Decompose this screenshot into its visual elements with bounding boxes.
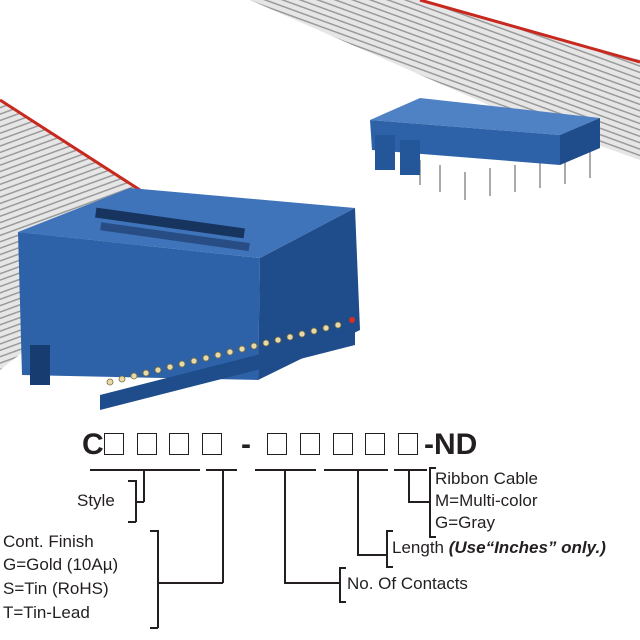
bracket [128, 521, 136, 523]
underline-contacts [255, 469, 316, 471]
label-cable-multicolor: M=Multi-color [435, 491, 538, 510]
bracket [339, 567, 341, 602]
code-box [202, 433, 222, 455]
underline-length [324, 469, 388, 471]
underline-finish [206, 469, 237, 471]
leader-line [157, 582, 223, 584]
label-cable-title: Ribbon Cable [435, 469, 539, 488]
code-box [104, 433, 124, 455]
code-box [169, 433, 189, 455]
underline-cable [394, 469, 427, 471]
bracket [429, 467, 431, 537]
leader-line [408, 501, 430, 503]
dip-plug-connector [370, 98, 600, 200]
bracket [157, 530, 159, 628]
code-box [267, 433, 287, 455]
leader-line [284, 469, 286, 583]
leader-line [284, 582, 340, 584]
code-box [333, 433, 353, 455]
leader-line [357, 469, 359, 555]
bracket [386, 566, 393, 568]
part-suffix: -ND [424, 428, 478, 461]
label-finish-gold: G=Gold (10Aµ) [3, 555, 119, 574]
part-separator: - [241, 428, 251, 461]
code-box [398, 433, 418, 455]
label-finish-tinlead: T=Tin-Lead [3, 603, 90, 622]
label-cable-gray: G=Gray [435, 513, 495, 532]
part-prefix: C [82, 428, 104, 461]
ribbon-cable-assembly-image [0, 0, 640, 410]
bracket [135, 480, 137, 522]
bracket [128, 480, 136, 482]
length-text: Length [392, 538, 444, 557]
card-edge-connector [18, 188, 360, 410]
bracket [150, 530, 158, 532]
leader-line [135, 501, 144, 503]
bracket [386, 530, 388, 567]
leader-line [357, 554, 387, 556]
label-style: Style [77, 491, 115, 510]
label-finish-tin: S=Tin (RoHS) [3, 579, 109, 598]
underline-style [90, 469, 200, 471]
length-note: (Use“Inches” only.) [448, 538, 606, 557]
bracket [429, 467, 436, 469]
leader-line [408, 469, 410, 502]
label-contacts: No. Of Contacts [347, 574, 468, 593]
code-box [365, 433, 385, 455]
leader-line [143, 469, 145, 502]
leader-line [222, 469, 224, 583]
label-length: Length (Use“Inches” only.) [392, 538, 606, 558]
bracket [339, 601, 346, 603]
code-box [137, 433, 157, 455]
bracket [150, 627, 158, 629]
label-finish-title: Cont. Finish [3, 532, 94, 551]
bracket [339, 567, 346, 569]
bracket [386, 530, 393, 532]
bracket [429, 536, 436, 538]
code-box [300, 433, 320, 455]
